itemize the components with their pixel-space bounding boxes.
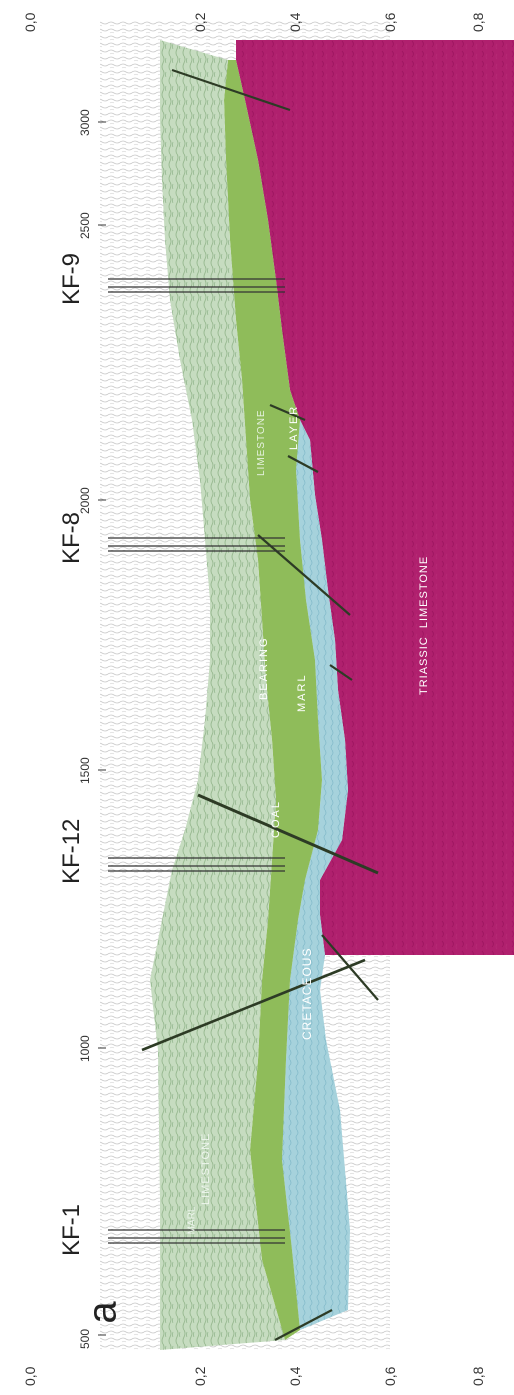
well-label: KF-12 (58, 819, 86, 884)
time-label-bottom: 0,8 (470, 1367, 486, 1386)
time-label-top: 0,2 (192, 13, 208, 32)
well-label: KF-8 (58, 512, 86, 564)
time-label-top: 0,8 (470, 13, 486, 32)
label-marl-left: MARL (186, 1207, 197, 1235)
well-label: KF-1 (58, 1204, 86, 1256)
distance-label: 1000 (78, 1035, 92, 1062)
label-bearing: BEARING (258, 636, 270, 700)
label-triassic: TRIASSIC LIMESTONE (418, 556, 430, 695)
distance-label: 500 (78, 1329, 92, 1349)
label-cretaceous: CRETACEOUS (300, 948, 314, 1040)
well-label: KF-9 (58, 253, 86, 305)
label-layer: LAYER (288, 405, 300, 450)
time-label-bottom: 0,6 (382, 1367, 398, 1386)
distance-label: 3000 (78, 109, 92, 136)
distance-label: 2000 (78, 487, 92, 514)
distance-label: 1500 (78, 757, 92, 784)
time-label-top: 0,4 (287, 13, 303, 32)
time-label-top: 0,0 (22, 13, 38, 32)
time-label-bottom: 0,0 (22, 1367, 38, 1386)
label-coal: COAL (270, 800, 282, 838)
time-label-top: 0,6 (382, 13, 398, 32)
time-label-bottom: 0,2 (192, 1367, 208, 1386)
label-limestone-mid: LIMESTONE (256, 409, 267, 476)
panel-label: a (81, 1301, 126, 1323)
label-limestone-left: LIMESTONE (200, 1133, 212, 1205)
distance-label: 2500 (78, 212, 92, 239)
label-marl-mid: MARL (296, 673, 308, 712)
time-label-bottom: 0,4 (287, 1367, 303, 1386)
